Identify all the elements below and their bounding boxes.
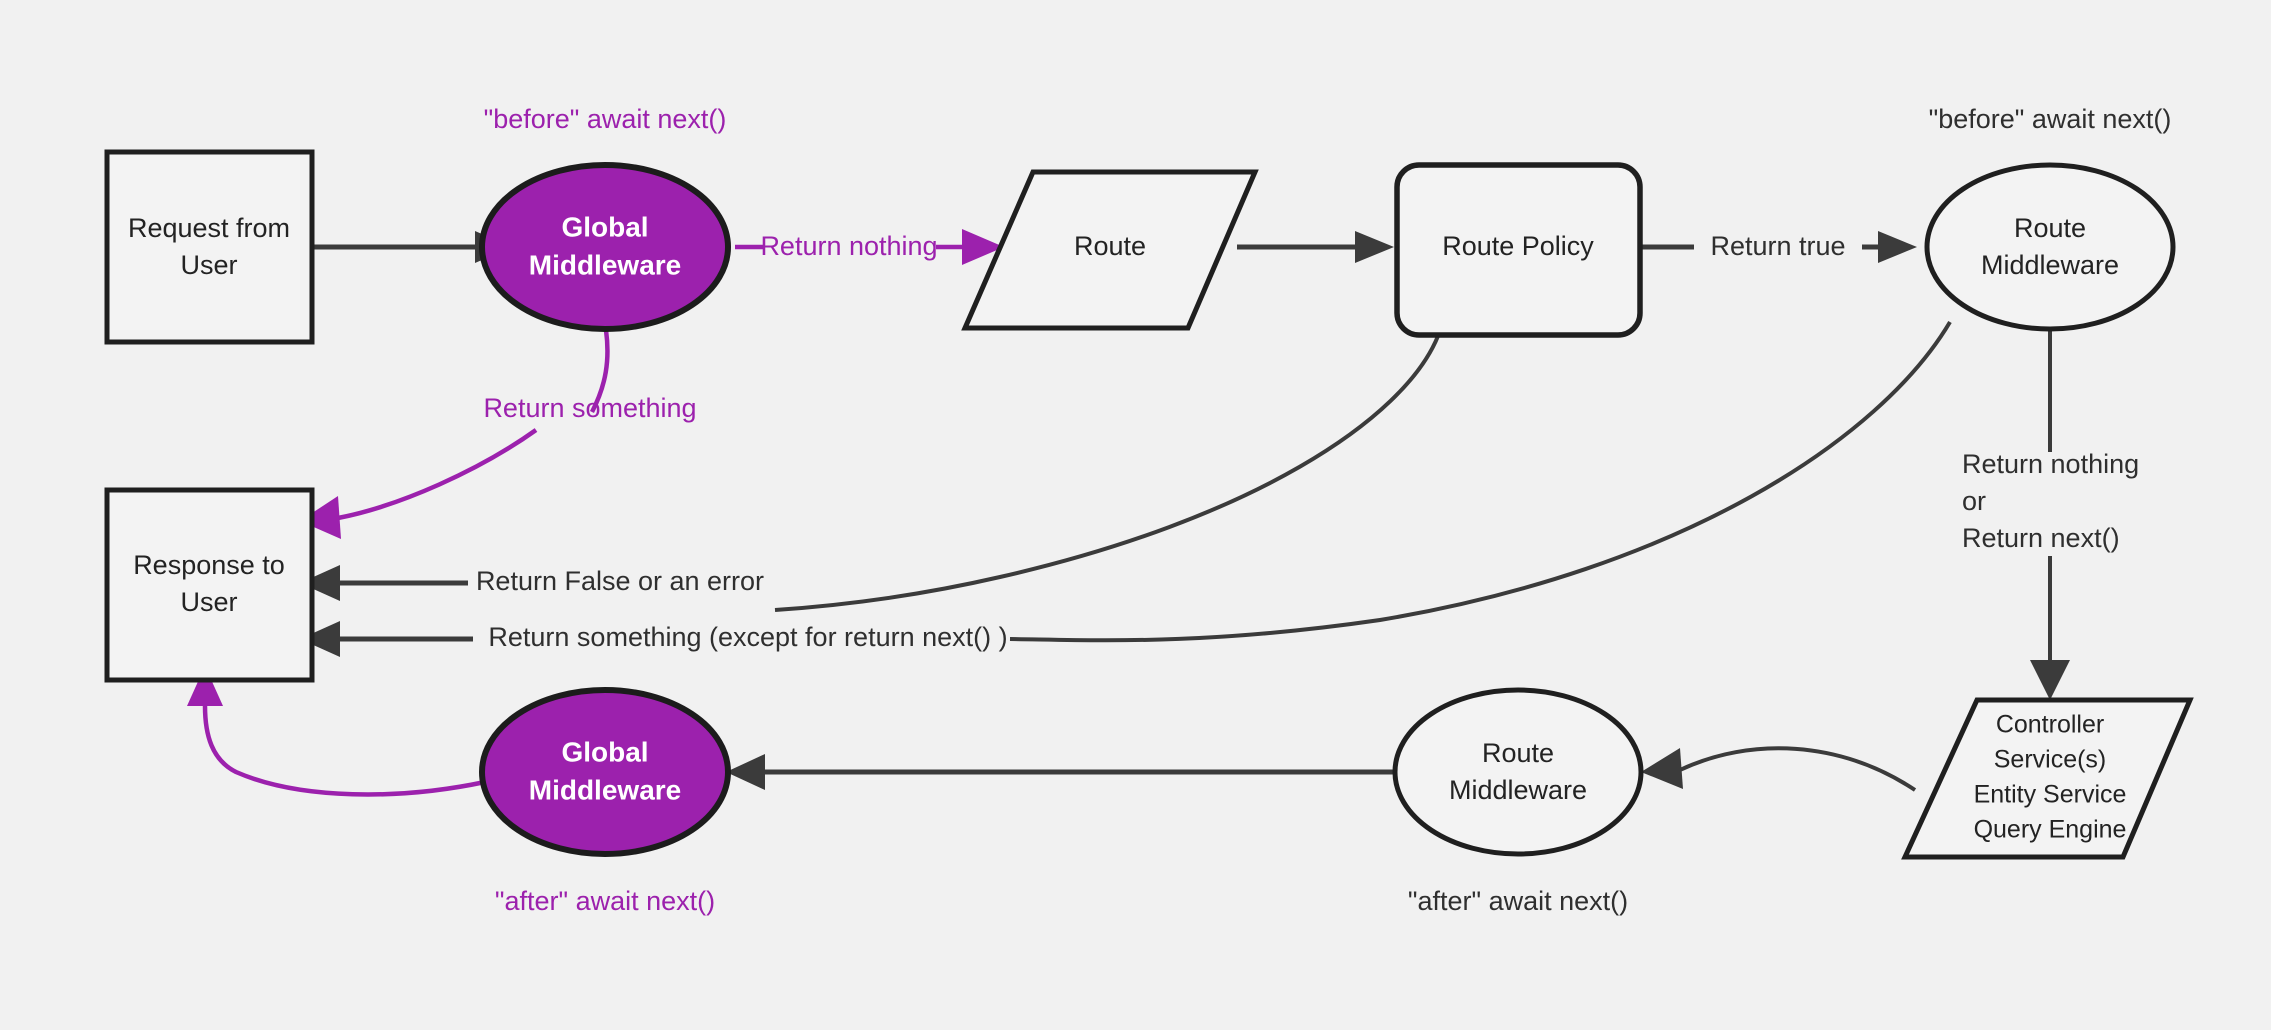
node-route-policy[interactable]: Route Policy <box>1394 162 1643 338</box>
node-global-middleware-after[interactable]: Global Middleware <box>479 687 731 857</box>
edge-route-policy-to-route-middleware: Return true <box>1640 231 1917 263</box>
edge-global-middleware-to-route: Return nothing <box>735 229 1004 265</box>
node-request-from-user[interactable]: Request from User <box>104 149 315 345</box>
node-controller-services[interactable]: Controller Service(s) Entity Service Que… <box>1901 697 2194 860</box>
annotation-after-global-middleware: "after" await next() <box>495 886 715 916</box>
node-label-global-middleware-before-line2: Middleware <box>529 249 681 280</box>
edge-route-middleware-to-response: Return something (except for return next… <box>300 320 1952 657</box>
edge-label-return-nothing-line3: Return next() <box>1962 523 2120 553</box>
node-route-middleware-after[interactable]: Route Middleware <box>1392 687 1644 857</box>
edge-label-return-false-or-error: Return False or an error <box>476 566 764 596</box>
edge-global-middleware-to-response: Return something <box>300 329 697 539</box>
node-label-response-to-user-line2: User <box>180 587 237 617</box>
edge-controller-to-route-middleware-after <box>1641 746 1917 792</box>
node-label-global-middleware-after-line1: Global <box>561 736 648 767</box>
edge-route-to-route-policy <box>1237 231 1394 263</box>
node-global-middleware-before[interactable]: Global Middleware <box>479 162 731 332</box>
annotation-before-global-middleware: "before" await next() <box>484 104 727 134</box>
edge-label-return-nothing-line2: or <box>1962 486 1986 516</box>
node-label-controller-line2: Service(s) <box>1994 746 2107 774</box>
edge-label-return-something: Return something <box>483 393 696 423</box>
edge-label-return-nothing: Return nothing <box>760 231 937 261</box>
annotation-before-route-middleware: "before" await next() <box>1929 104 2172 134</box>
node-label-route-middleware-after-line2: Middleware <box>1449 775 1587 805</box>
edge-route-middleware-after-to-global-after <box>726 754 1393 790</box>
node-label-route-middleware-after-line1: Route <box>1482 738 1554 768</box>
node-route-middleware-before[interactable]: Route Middleware <box>1924 162 2176 332</box>
edge-global-middleware-after-to-response <box>187 666 486 797</box>
node-label-route: Route <box>1074 231 1146 261</box>
annotation-after-route-middleware: "after" await next() <box>1408 886 1628 916</box>
edge-label-return-true: Return true <box>1710 231 1845 261</box>
node-label-request-from-user-line1: Request from <box>128 213 290 243</box>
node-label-response-to-user-line1: Response to <box>133 550 285 580</box>
node-label-route-middleware-before-line2: Middleware <box>1981 250 2119 280</box>
node-response-to-user[interactable]: Response to User <box>104 487 315 683</box>
edge-route-policy-to-response: Return False or an error <box>300 335 1440 612</box>
node-label-route-policy: Route Policy <box>1442 231 1594 261</box>
node-label-route-middleware-before-line1: Route <box>2014 213 2086 243</box>
node-label-controller-line3: Entity Service <box>1974 781 2127 809</box>
node-label-request-from-user-line2: User <box>180 250 237 280</box>
edge-route-middleware-to-controller: Return nothing or Return next() <box>1962 330 2139 700</box>
node-label-controller-line1: Controller <box>1996 711 2104 739</box>
node-label-global-middleware-before-line1: Global <box>561 211 648 242</box>
edge-label-return-something-except-next: Return something (except for return next… <box>488 622 1007 652</box>
node-route[interactable]: Route <box>961 169 1259 331</box>
edge-label-return-nothing-line1: Return nothing <box>1962 449 2139 479</box>
node-label-controller-line4: Query Engine <box>1974 816 2127 844</box>
node-label-global-middleware-after-line2: Middleware <box>529 774 681 805</box>
